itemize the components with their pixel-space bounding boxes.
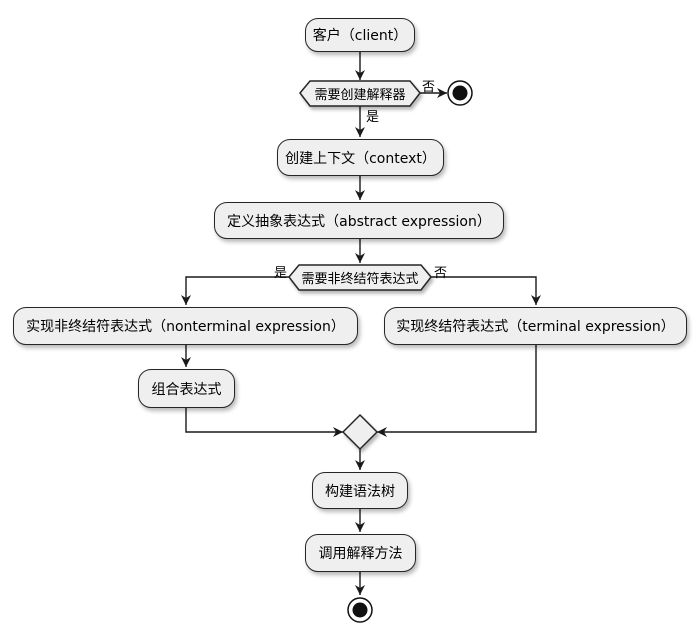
action-call-interpret-method: 调用解释方法 (305, 534, 416, 572)
edge-label-interpreter-no: 否 (422, 80, 436, 95)
edge-label-nonterminal-yes: 是 (274, 266, 288, 281)
merge-node (341, 413, 379, 451)
action-create-context: 创建上下文（context） (277, 139, 444, 176)
action-define-abstract-expression: 定义抽象表达式（abstract expression） (214, 202, 504, 239)
end-node-bottom (347, 597, 373, 623)
decision-need-nonterminal-shape (288, 264, 432, 291)
decision-need-interpreter-shape (299, 80, 421, 107)
edge-decision2-yes-to-nonterminal (181, 276, 289, 305)
action-client: 客户（client） (305, 18, 415, 52)
action-impl-nonterminal: 实现非终结符表达式（nonterminal expression） (13, 307, 358, 345)
edge-label-interpreter-yes: 是 (366, 110, 380, 125)
action-combine-expression: 组合表达式 (138, 369, 235, 408)
edge-label-nonterminal-no: 否 (434, 266, 448, 281)
decision-need-interpreter-label: 需要创建解释器 (314, 88, 406, 103)
action-impl-terminal: 实现终结符表达式（terminal expression） (384, 307, 687, 345)
edge-combine-to-merge (185, 408, 343, 437)
action-build-syntax-tree: 构建语法树 (312, 472, 408, 509)
end-node-top (447, 80, 473, 106)
edge-decision2-no-to-terminal (431, 276, 541, 305)
edge-terminal-to-merge (377, 345, 537, 437)
decision-need-nonterminal-label: 需要非终结符表达式 (301, 272, 419, 287)
